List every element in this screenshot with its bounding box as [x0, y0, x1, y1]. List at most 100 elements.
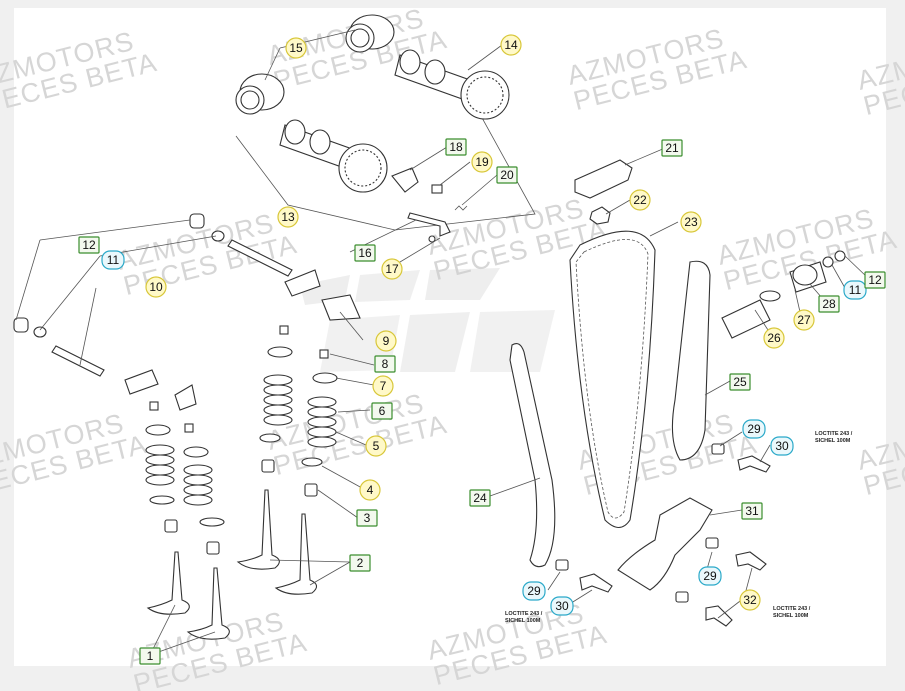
svg-text:11: 11 — [849, 283, 862, 297]
svg-text:LOCTITE 243 /: LOCTITE 243 / — [773, 606, 811, 612]
callout-18[interactable]: 18 — [445, 138, 467, 156]
valve-train-left — [145, 401, 230, 640]
svg-text:29: 29 — [527, 584, 541, 598]
rocker-arms — [124, 269, 361, 411]
svg-text:29: 29 — [747, 422, 761, 436]
valve-train-right — [236, 325, 338, 595]
svg-text:15: 15 — [289, 41, 303, 55]
intake-camshaft — [279, 119, 388, 193]
callout-24[interactable]: 24 — [469, 489, 491, 507]
svg-text:3: 3 — [364, 511, 371, 525]
timing-chain — [569, 230, 656, 529]
decompressor-parts — [391, 167, 468, 243]
svg-text:1: 1 — [147, 649, 154, 663]
guide-pins — [555, 559, 613, 593]
svg-text:11: 11 — [107, 253, 120, 267]
callout-2[interactable]: 2 — [349, 554, 371, 572]
callout-17[interactable]: 17 — [381, 258, 403, 280]
chain-guide-fixed — [509, 343, 556, 568]
callout-26[interactable]: 26 — [763, 327, 785, 349]
callout-20[interactable]: 20 — [496, 166, 518, 184]
callout-10[interactable]: 10 — [145, 276, 167, 298]
callout-30[interactable]: 30 — [550, 596, 574, 616]
svg-text:29: 29 — [703, 569, 717, 583]
rocker-shaft-left — [13, 213, 293, 377]
svg-text:31: 31 — [745, 504, 759, 518]
svg-text:6: 6 — [379, 404, 386, 418]
svg-text:30: 30 — [775, 439, 789, 453]
svg-text:30: 30 — [555, 599, 569, 613]
callout-3[interactable]: 3 — [356, 509, 378, 527]
svg-text:2: 2 — [357, 556, 364, 570]
svg-text:19: 19 — [475, 155, 489, 169]
callout-12[interactable]: 12 — [864, 271, 886, 289]
callout-11[interactable]: 11 — [101, 250, 125, 270]
svg-text:SICHEL 100M: SICHEL 100M — [773, 613, 809, 619]
upper-chain-guide — [574, 159, 633, 199]
svg-text:18: 18 — [449, 140, 463, 154]
callout-8[interactable]: 8 — [374, 355, 396, 373]
loctite-note-bottom: LOCTITE 243 / SICHEL 100M — [505, 611, 543, 624]
callout-30[interactable]: 30 — [770, 436, 794, 456]
svg-text:21: 21 — [665, 141, 679, 155]
callout-13[interactable]: 13 — [277, 206, 299, 228]
svg-text:22: 22 — [633, 193, 647, 207]
callout-16[interactable]: 16 — [354, 244, 376, 262]
chain-tensioner-guide — [671, 260, 711, 461]
callout-29[interactable]: 29 — [698, 566, 722, 586]
callout-31[interactable]: 31 — [741, 502, 763, 520]
svg-text:SICHEL 100M: SICHEL 100M — [505, 618, 541, 624]
svg-text:17: 17 — [385, 262, 399, 276]
callout-11[interactable]: 11 — [843, 280, 867, 300]
tensioner-pins — [711, 443, 771, 473]
svg-text:26: 26 — [767, 331, 781, 345]
callout-29[interactable]: 29 — [742, 419, 766, 439]
callout-1[interactable]: 1 — [139, 647, 161, 665]
svg-text:12: 12 — [82, 238, 96, 252]
callout-27[interactable]: 27 — [793, 309, 815, 331]
callout-6[interactable]: 6 — [371, 402, 393, 420]
svg-text:24: 24 — [473, 491, 487, 505]
svg-text:14: 14 — [504, 38, 518, 52]
callout-5[interactable]: 5 — [365, 435, 387, 457]
svg-text:28: 28 — [822, 297, 836, 311]
callout-23[interactable]: 23 — [680, 211, 702, 233]
callout-25[interactable]: 25 — [729, 373, 751, 391]
callout-14[interactable]: 14 — [500, 34, 522, 56]
svg-text:12: 12 — [868, 273, 882, 287]
svg-text:20: 20 — [500, 168, 514, 182]
svg-text:4: 4 — [367, 483, 374, 497]
loctite-note-lower-right: LOCTITE 243 / SICHEL 100M — [773, 606, 811, 619]
leader-lines — [15, 29, 869, 656]
callout-9[interactable]: 9 — [375, 330, 397, 352]
callout-12[interactable]: 12 — [78, 236, 100, 254]
callout-4[interactable]: 4 — [359, 479, 381, 501]
callout-22[interactable]: 22 — [629, 189, 651, 211]
chain-tensioner — [721, 250, 846, 339]
camshaft-bearing-upper — [345, 14, 395, 53]
callout-29[interactable]: 29 — [522, 581, 546, 601]
svg-text:23: 23 — [684, 215, 698, 229]
callout-21[interactable]: 21 — [661, 139, 683, 157]
svg-text:10: 10 — [149, 280, 163, 294]
svg-text:8: 8 — [382, 357, 389, 371]
callout-15[interactable]: 15 — [285, 37, 307, 59]
svg-text:25: 25 — [733, 375, 747, 389]
callout-28[interactable]: 28 — [818, 295, 840, 313]
svg-text:27: 27 — [797, 313, 811, 327]
callout-7[interactable]: 7 — [372, 375, 394, 397]
callout-32[interactable]: 32 — [739, 589, 761, 611]
camshaft-bearing-lower — [235, 73, 285, 115]
callout-19[interactable]: 19 — [471, 151, 493, 173]
svg-text:13: 13 — [281, 210, 295, 224]
